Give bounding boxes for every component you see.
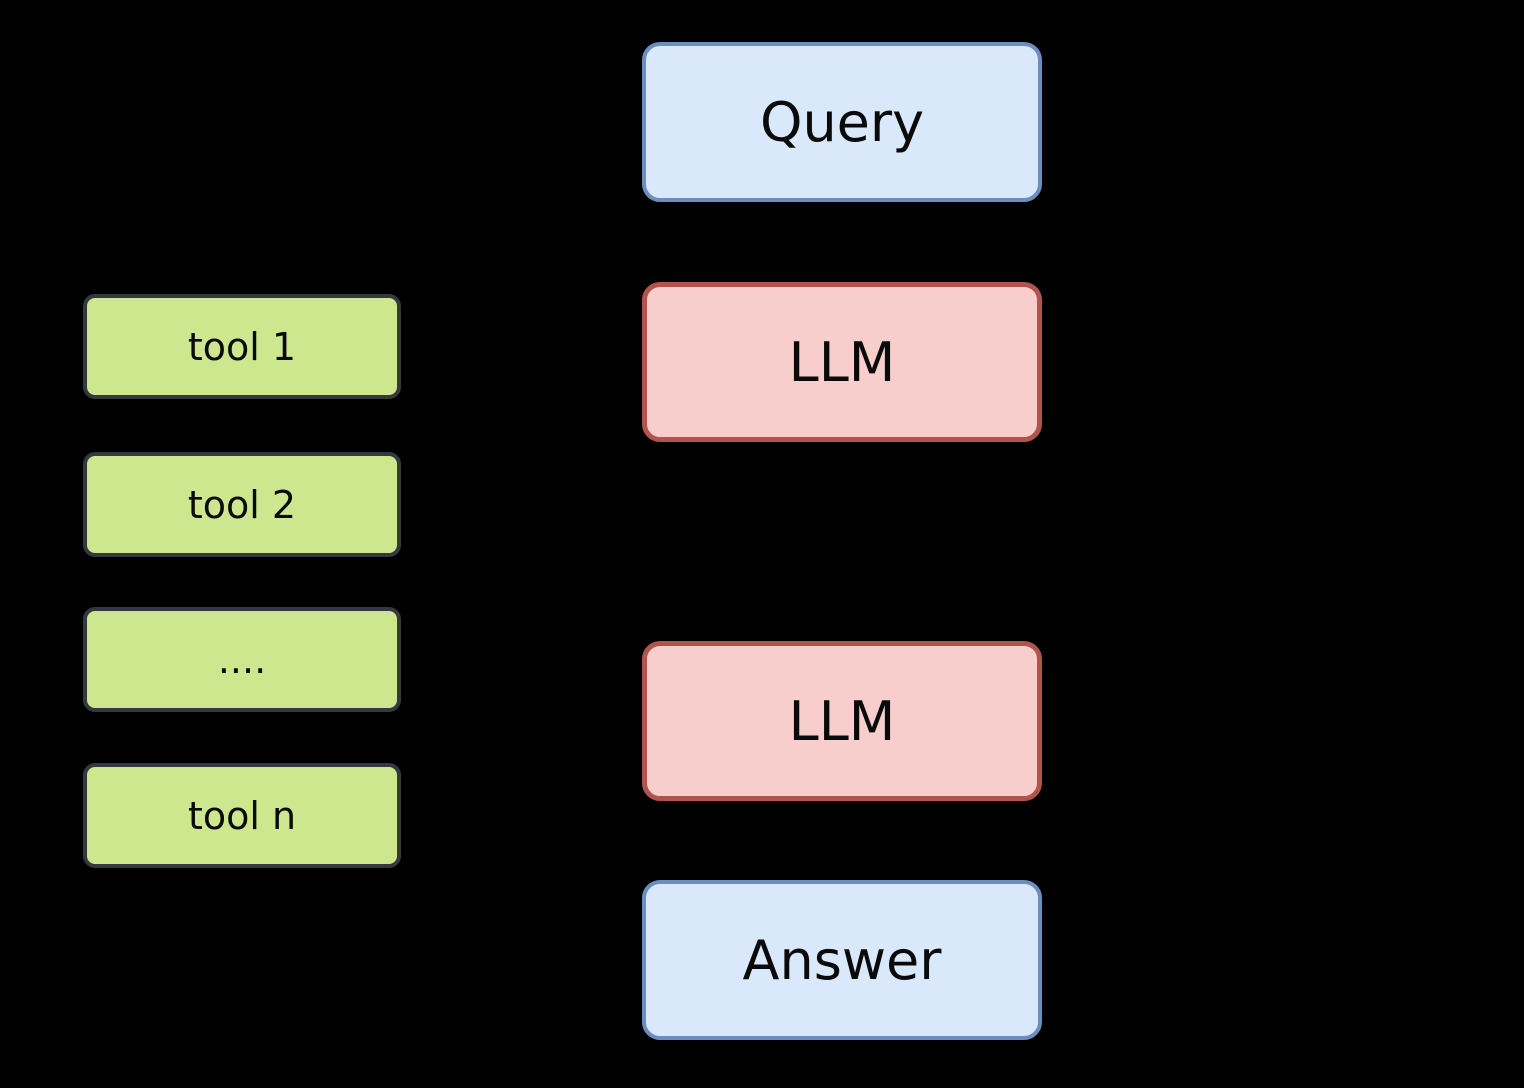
tool-2-label: tool 2 — [187, 482, 297, 527]
llm-node-1: LLM — [642, 282, 1042, 442]
query-label: Query — [759, 90, 925, 154]
query-node: Query — [642, 42, 1042, 202]
llm-2-label: LLM — [788, 689, 896, 753]
llm-1-label: LLM — [788, 330, 896, 394]
llm-node-2: LLM — [642, 641, 1042, 801]
tool-ellipsis-node: .... — [83, 607, 401, 712]
tool-1-node: tool 1 — [83, 294, 401, 399]
tool-2-node: tool 2 — [83, 452, 401, 557]
tool-ellipsis-label: .... — [217, 637, 267, 682]
tool-n-label: tool n — [187, 793, 297, 838]
tool-n-node: tool n — [83, 763, 401, 868]
answer-label: Answer — [742, 928, 942, 992]
tool-1-label: tool 1 — [187, 324, 297, 369]
answer-node: Answer — [642, 880, 1042, 1040]
